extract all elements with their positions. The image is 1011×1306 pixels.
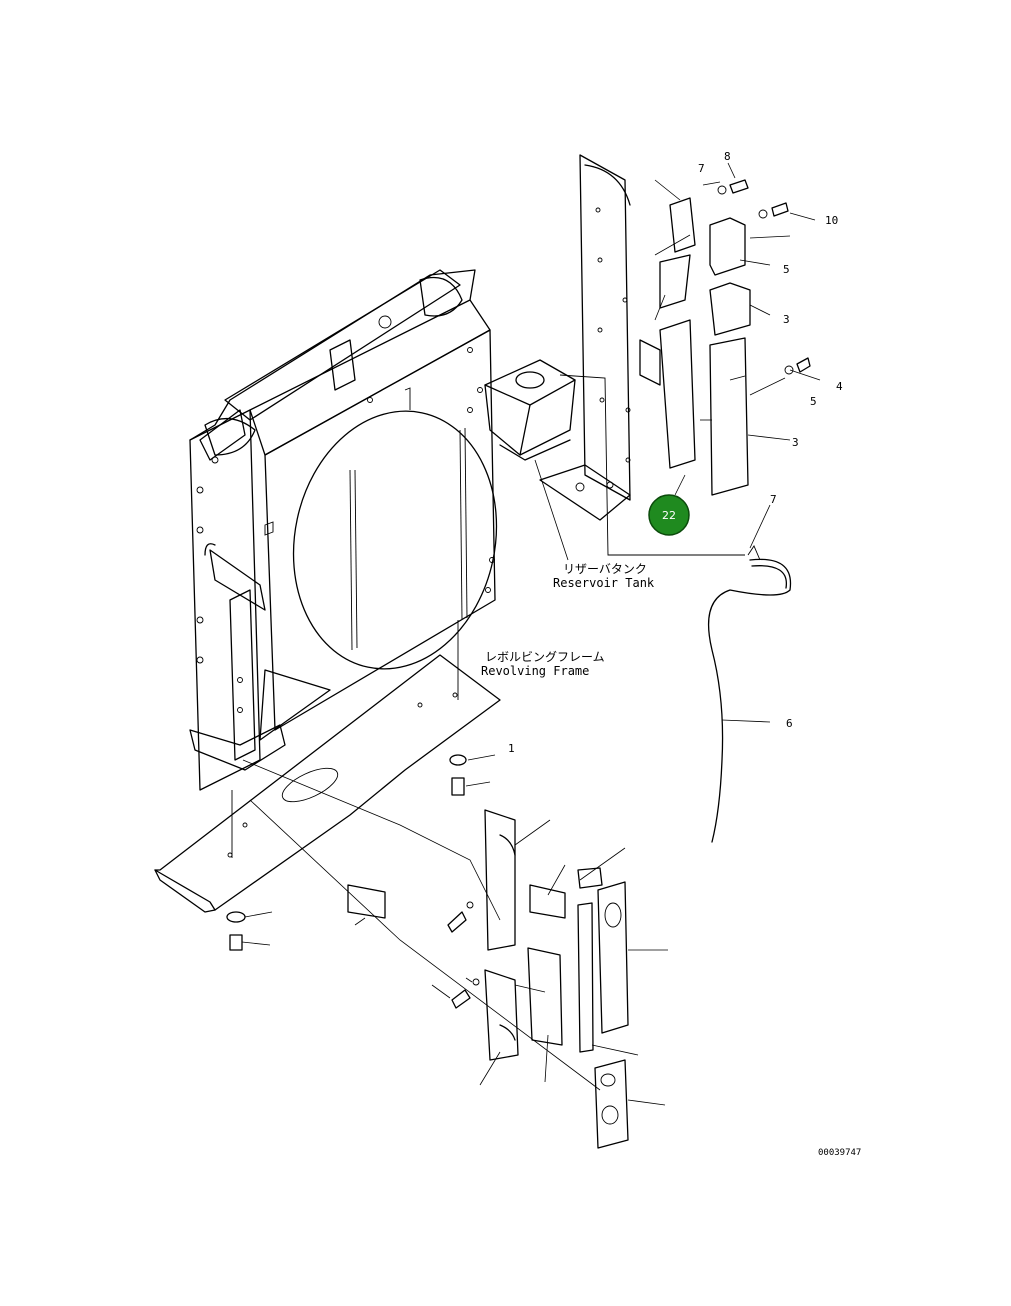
- callout-7-hose: 7: [770, 493, 777, 506]
- revolving-frame-plate: [154, 620, 501, 913]
- seal-pieces-upper: [659, 197, 751, 496]
- highlight-marker[interactable]: [648, 494, 690, 536]
- overflow-hose: [708, 545, 792, 843]
- overflow-line: [559, 374, 745, 556]
- callout-3-upper: 3: [783, 313, 790, 326]
- revolving-frame-label-en: Revolving Frame: [481, 664, 589, 678]
- reservoir-tank: [484, 359, 576, 461]
- leader-lines: [241, 162, 821, 1106]
- bolts-upper: [717, 179, 811, 375]
- callout-8-top: 8: [724, 150, 731, 163]
- callout-5-mid: 5: [810, 395, 817, 408]
- drawing-code: 00039747: [818, 1148, 861, 1158]
- seal-pieces-lower: [347, 809, 629, 1149]
- reservoir-tank-label-en: Reservoir Tank: [553, 576, 655, 590]
- reservoir-tank-label-jp: リザーバタンク: [563, 562, 647, 576]
- highlight-number: 22: [662, 509, 676, 522]
- radiator-frame: [189, 269, 498, 791]
- bolts-lower: [226, 754, 480, 1009]
- callout-6-hose: 6: [786, 717, 793, 730]
- callout-5-upper: 5: [783, 263, 790, 276]
- revolving-frame-label-jp: レボルビングフレーム: [485, 650, 605, 664]
- callout-7-top: 7: [698, 162, 705, 175]
- bracket-plate: [539, 154, 661, 521]
- callout-10-top: 10: [825, 214, 838, 227]
- callout-3-mid: 3: [792, 436, 799, 449]
- callout-1-washer: 1: [508, 742, 515, 755]
- callout-4: 4: [836, 380, 843, 393]
